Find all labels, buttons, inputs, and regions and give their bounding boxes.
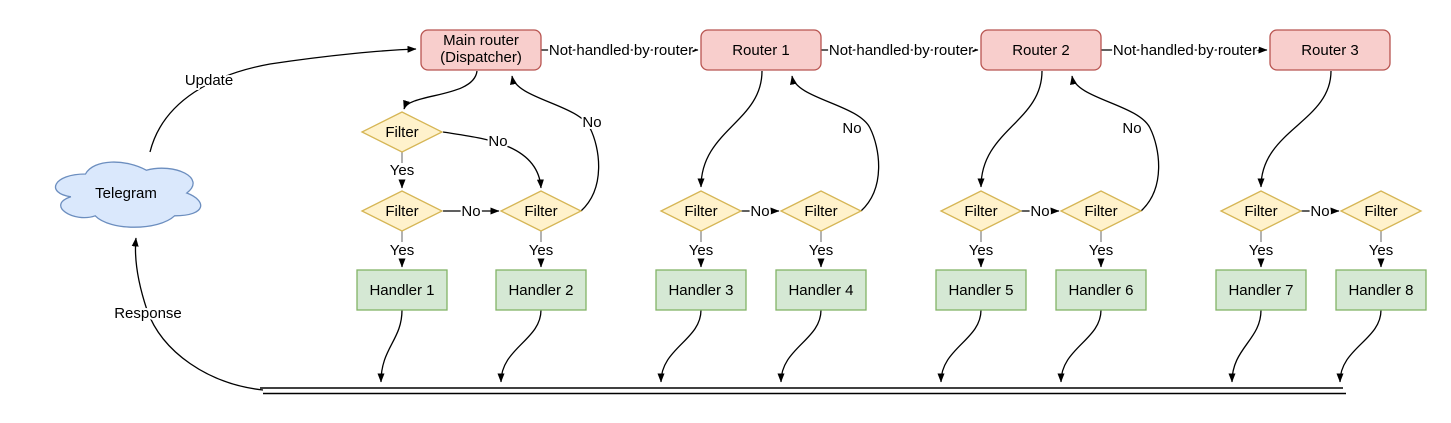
edge-yes-label-2: Yes: [529, 242, 553, 259]
handler7-node: [1215, 269, 1307, 311]
edge-main-router-to-filter: [403, 70, 478, 110]
router3-node: [1269, 29, 1391, 71]
edge-response: [131, 237, 264, 391]
filter-label: Filter: [385, 203, 418, 220]
handler4-node: [775, 269, 867, 311]
filter-label: Filter: [1244, 203, 1277, 220]
edge-handler5-to-bus: [937, 309, 982, 383]
handler2-node: [495, 269, 587, 311]
edge-return-no-main-label: No: [582, 114, 601, 131]
edge-yes-label-1: Yes: [390, 242, 414, 259]
edge-handler2-to-bus: [497, 309, 542, 383]
telegram-cloud: [55, 161, 202, 228]
edge-handler4-to-bus: [777, 309, 822, 383]
handler5-node: [935, 269, 1027, 311]
handler2-label: Handler 2: [508, 282, 573, 299]
edge-return-no-router2: [1070, 75, 1160, 212]
filter-label: Filter: [524, 203, 557, 220]
filter-label: Filter: [804, 203, 837, 220]
edge-return-no-main: [510, 75, 600, 212]
filter-label: Filter: [1364, 203, 1397, 220]
edge-yes-label-A: Yes: [390, 162, 414, 179]
edge-filterA-no-label: No: [488, 133, 507, 150]
edge-update: [149, 45, 417, 153]
edge-handler3-to-bus: [657, 309, 702, 383]
edge-router2-to-filter: [977, 70, 1043, 188]
filter-label: Filter: [964, 203, 997, 220]
filter-node-router2-left: [939, 190, 1023, 232]
edge-not-handled-1-label: Not handled by router: [549, 42, 693, 59]
handler4-label: Handler 4: [788, 282, 853, 299]
edge-not-handled-2-label: Not handled by router: [829, 42, 973, 59]
filter-node-router2-right: [1059, 190, 1143, 232]
filter-label: Filter: [385, 124, 418, 141]
filter-node-main-right: [499, 190, 583, 232]
edge-handler8-to-bus: [1336, 309, 1382, 383]
edge-router1-to-filter: [697, 70, 763, 188]
edge-yes-label-8: Yes: [1369, 242, 1393, 259]
handler6-label: Handler 6: [1068, 282, 1133, 299]
edge-yes-label-7: Yes: [1249, 242, 1273, 259]
edge-no-router3-label: No: [1310, 203, 1329, 220]
edge-handler7-to-bus: [1228, 309, 1262, 383]
edge-return-no-router1-label: No: [842, 120, 861, 137]
handler8-node: [1335, 269, 1427, 311]
filter-node-main-top: [360, 111, 444, 153]
filter-node-router3-right: [1339, 190, 1423, 232]
edge-no-main-label: No: [461, 203, 480, 220]
edge-yes-group: Yes Yes Yes Yes Yes Yes Yes Yes: [388, 231, 1395, 268]
handler1-node: [356, 269, 448, 311]
router1-node: [700, 29, 822, 71]
main-router-label-line2: (Dispatcher): [440, 49, 522, 66]
handler6-node: [1055, 269, 1147, 311]
edge-handler6-to-bus: [1057, 309, 1102, 383]
handler1-label: Handler 1: [369, 282, 434, 299]
filter-node-router1-right: [779, 190, 863, 232]
filter-node-router3-left: [1219, 190, 1303, 232]
edge-no-router2-label: No: [1030, 203, 1049, 220]
handler8-label: Handler 8: [1348, 282, 1413, 299]
main-router-node: [420, 29, 542, 71]
router2-node: [980, 29, 1102, 71]
edge-router3-to-filter: [1257, 70, 1332, 188]
edge-return-no-router1: [790, 75, 880, 212]
main-router-label-line1: Main router: [443, 32, 519, 49]
edge-handler1-to-bus: [377, 309, 403, 383]
router2-label: Router 2: [1012, 42, 1070, 59]
edge-no-router1-label: No: [750, 203, 769, 220]
edge-yes-label-3: Yes: [689, 242, 713, 259]
edge-not-handled-3-label: Not handled by router: [1113, 42, 1257, 59]
handler3-label: Handler 3: [668, 282, 733, 299]
router3-label: Router 3: [1301, 42, 1359, 59]
handler5-label: Handler 5: [948, 282, 1013, 299]
edge-response-label: Response: [114, 305, 182, 322]
edge-yes-label-6: Yes: [1089, 242, 1113, 259]
edge-filterA-no: [442, 131, 544, 189]
edge-yes-label-5: Yes: [969, 242, 993, 259]
telegram-cloud-label: Telegram: [95, 185, 157, 202]
router1-label: Router 1: [732, 42, 790, 59]
edge-yes-label-4: Yes: [809, 242, 833, 259]
edge-return-no-router2-label: No: [1122, 120, 1141, 137]
filter-node-router1-left: [659, 190, 743, 232]
filter-label: Filter: [1084, 203, 1117, 220]
edge-update-label: Update: [185, 72, 233, 89]
handler7-label: Handler 7: [1228, 282, 1293, 299]
filter-label: Filter: [684, 203, 717, 220]
filter-node-main-left: [360, 190, 444, 232]
handler3-node: [655, 269, 747, 311]
